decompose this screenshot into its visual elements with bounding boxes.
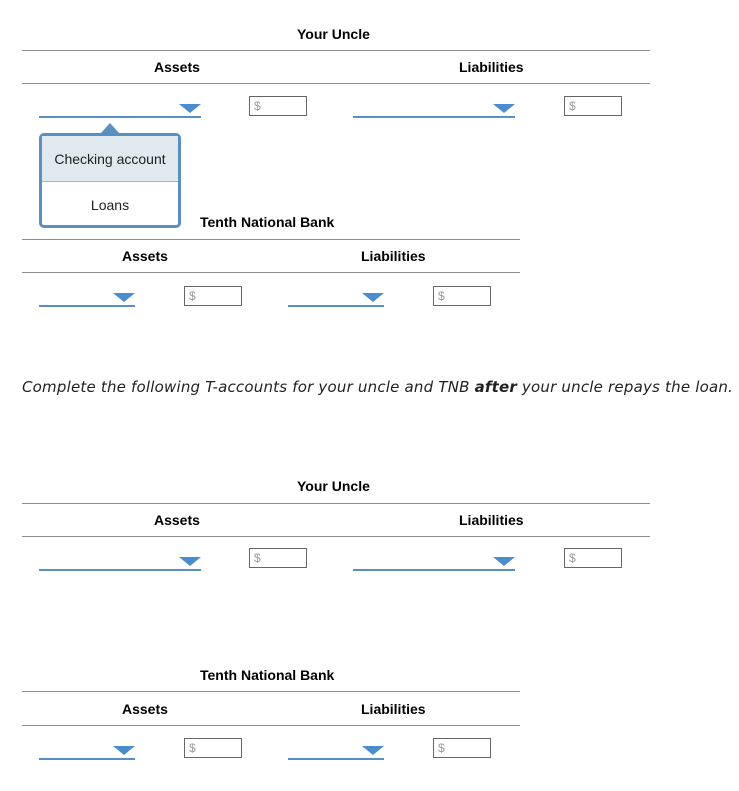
bank-taccount-title-1: Tenth National Bank [200,214,335,230]
bank-liabilities-header-2: Liabilities [361,701,426,717]
bank-liabilities-header-1: Liabilities [361,248,426,264]
dropdown-option-loans[interactable]: Loans [90,196,130,213]
dollar-sign: $ [189,289,196,303]
instruction-text: Complete the following T-accounts for yo… [22,378,734,396]
chevron-down-icon [113,293,135,302]
dollar-sign: $ [189,741,196,755]
uncle-taccount-top-rule-2 [22,503,650,504]
bank-liabilities-dropdown-1[interactable] [288,285,384,307]
instruction-emphasis: after [474,378,517,396]
dollar-sign: $ [569,551,576,565]
dollar-sign: $ [254,551,261,565]
uncle-liabilities-amount-input-2[interactable]: $ [564,548,622,568]
dollar-sign: $ [438,289,445,303]
bank-taccount-header-rule-1 [22,272,520,273]
bank-liabilities-dropdown-2[interactable] [288,738,384,760]
uncle-assets-dropdown-2[interactable] [39,549,201,571]
dollar-sign: $ [254,99,261,113]
bank-assets-dropdown-1[interactable] [39,285,135,307]
bank-taccount-header-rule-2 [22,725,520,726]
dropdown-options-menu: Checking account Loans [39,133,181,228]
uncle-taccount-header-rule-1 [22,83,650,84]
dropdown-option-checking-account[interactable]: Checking account [42,136,178,182]
uncle-liabilities-header-2: Liabilities [459,512,524,528]
uncle-liabilities-amount-input-1[interactable]: $ [564,96,622,116]
uncle-assets-amount-input-2[interactable]: $ [249,548,307,568]
dollar-sign: $ [438,741,445,755]
uncle-assets-amount-input-1[interactable]: $ [249,96,307,116]
bank-liabilities-amount-input-1[interactable]: $ [433,286,491,306]
bank-taccount-top-rule-2 [22,691,520,692]
chevron-down-icon [113,746,135,755]
bank-taccount-title-2: Tenth National Bank [200,667,335,683]
bank-assets-dropdown-2[interactable] [39,738,135,760]
chevron-down-icon [362,746,384,755]
uncle-taccount-top-rule-1 [22,50,650,51]
chevron-down-icon [179,557,201,566]
uncle-taccount-header-rule-2 [22,536,650,537]
chevron-down-icon [493,557,515,566]
uncle-taccount-title-1: Your Uncle [297,26,370,42]
bank-assets-header-2: Assets [122,701,168,717]
chevron-down-icon [362,293,384,302]
bank-assets-amount-input-2[interactable]: $ [184,738,242,758]
bank-taccount-top-rule-1 [22,239,520,240]
bank-assets-header-1: Assets [122,248,168,264]
chevron-down-icon [493,104,515,113]
bank-liabilities-amount-input-2[interactable]: $ [433,738,491,758]
popup-pointer-icon [101,123,119,133]
bank-assets-amount-input-1[interactable]: $ [184,286,242,306]
uncle-assets-header-2: Assets [154,512,200,528]
uncle-liabilities-header-1: Liabilities [459,59,524,75]
uncle-taccount-title-2: Your Uncle [297,478,370,494]
chevron-down-icon [179,104,201,113]
uncle-liabilities-dropdown-2[interactable] [353,549,515,571]
uncle-liabilities-dropdown-1[interactable] [353,96,515,118]
uncle-assets-dropdown-1[interactable] [39,96,201,118]
dollar-sign: $ [569,99,576,113]
uncle-assets-header-1: Assets [154,59,200,75]
